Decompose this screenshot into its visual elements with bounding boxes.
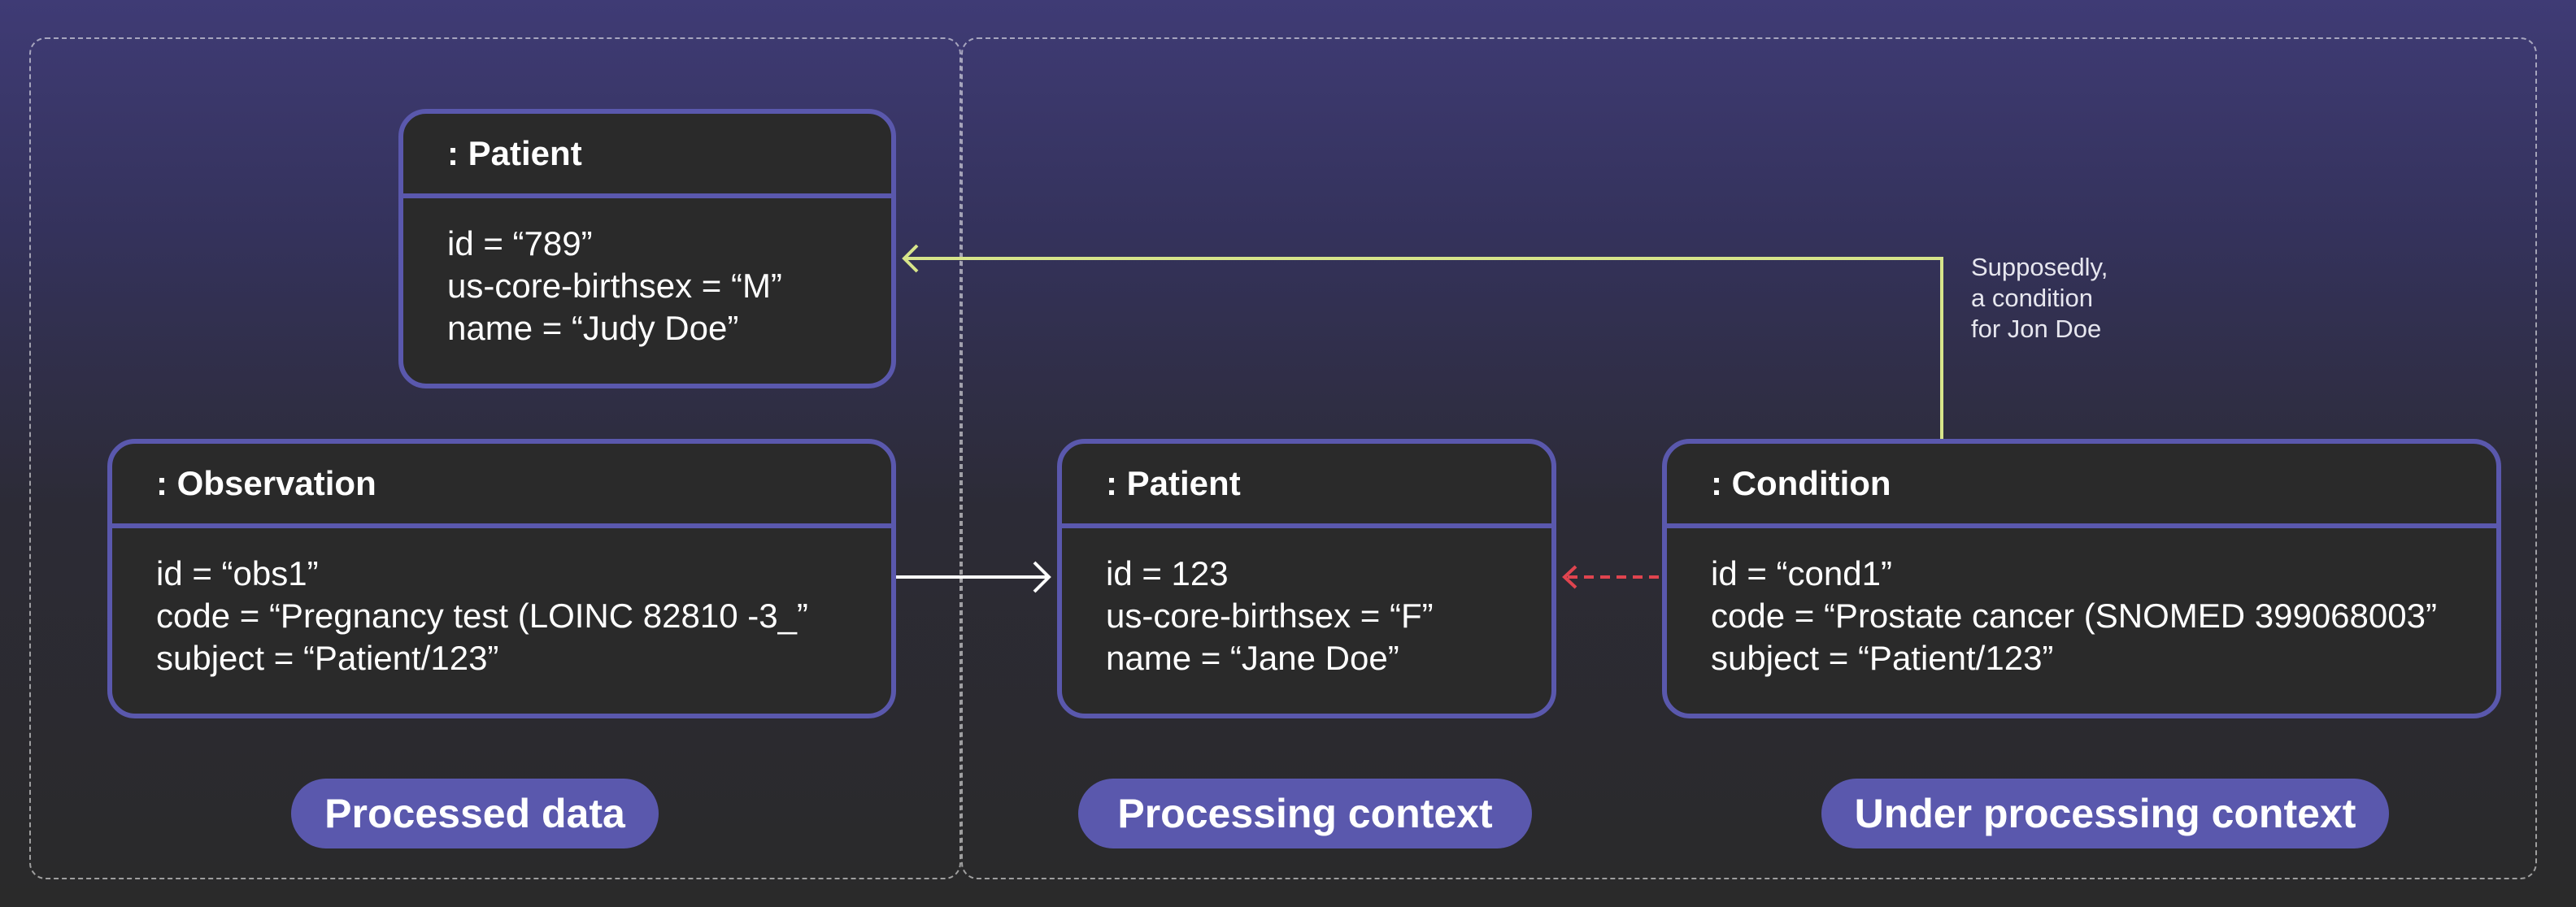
attr-code: code = “Prostate cancer (SNOMED 39906800… (1711, 597, 2437, 635)
card-title: : Condition (1667, 444, 2496, 528)
subject-reference-arrow (894, 561, 1051, 593)
card-title: : Patient (1062, 444, 1551, 528)
attr-id: id = “obs1” (156, 554, 319, 592)
attr-birthsex: us-core-birthsex = “F” (1106, 597, 1434, 635)
attr-birthsex: us-core-birthsex = “M” (447, 267, 782, 305)
card-title: : Patient (403, 114, 891, 198)
note-line: Supposedly, (1971, 253, 2108, 281)
attr-subject: subject = “Patient/123” (156, 639, 499, 677)
patient-789-card: : Patient id = “789” us-core-birthsex = … (398, 109, 896, 388)
note-line: for Jon Doe (1971, 315, 2102, 343)
attr-code: code = “Pregnancy test (LOINC 82810 -3_” (156, 597, 808, 635)
processing-context-label: Processing context (1078, 779, 1532, 848)
supposed-link-note: Supposedly, a condition for Jon Doe (1971, 252, 2108, 345)
under-processing-context-label: Under processing context (1821, 779, 2389, 848)
attr-id: id = “cond1” (1711, 554, 1892, 592)
attr-subject: subject = “Patient/123” (1711, 639, 2054, 677)
attr-name: name = “Jane Doe” (1106, 639, 1399, 677)
patient-123-card: : Patient id = 123 us-core-birthsex = “F… (1057, 439, 1556, 718)
note-line: a condition (1971, 284, 2093, 312)
processed-data-region (29, 37, 961, 879)
card-title: : Observation (112, 444, 891, 528)
broken-reference-arrow (1562, 565, 1659, 589)
supposed-link-arrow (902, 244, 1943, 439)
processing-context-region (961, 37, 2537, 879)
attr-name: name = “Judy Doe” (447, 309, 739, 347)
attr-id: id = 123 (1106, 554, 1229, 592)
processed-data-label: Processed data (291, 779, 659, 848)
attr-id: id = “789” (447, 224, 593, 263)
observation-card: : Observation id = “obs1” code = “Pregna… (107, 439, 896, 718)
condition-card: : Condition id = “cond1” code = “Prostat… (1662, 439, 2501, 718)
